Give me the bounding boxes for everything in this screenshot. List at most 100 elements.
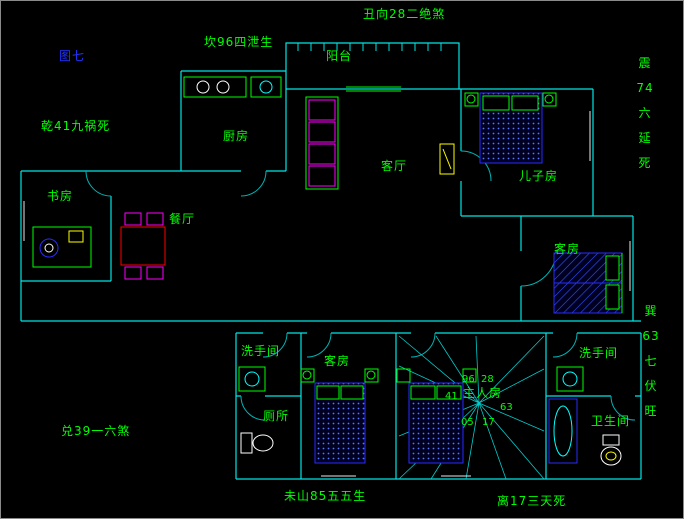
balcony-railing-ticks — [297, 43, 442, 51]
room-label-balcony: 阳台 — [326, 49, 353, 63]
balcony-walls — [285, 42, 460, 89]
compass-label-wei: 未山85五五生 — [284, 489, 367, 503]
room-label-bathroom: 卫生间 — [591, 414, 631, 428]
toilet-tank — [602, 434, 620, 446]
tv-cabinet-icon — [439, 143, 455, 175]
compass-label-dui: 兑39一六煞 — [61, 424, 131, 438]
pillow — [605, 284, 620, 310]
center-number-28: 28 — [481, 374, 494, 385]
room-label-study: 书房 — [47, 189, 74, 203]
kitchen-walls — [180, 70, 287, 172]
compass-label-zhen: 震 74 六 延 死 — [636, 56, 654, 170]
center-number-63: 63 — [500, 402, 513, 413]
center-number-41: 41 — [445, 391, 458, 402]
room-label-guest-room-lower: 客房 — [324, 354, 351, 368]
room-label-washroom-right: 洗手间 — [579, 346, 619, 360]
son-room-bed — [464, 92, 557, 164]
figure-label: 图七 — [59, 49, 86, 63]
nightstand — [464, 92, 479, 107]
window-marks — [23, 111, 631, 477]
study-chair — [39, 238, 59, 258]
study-desk — [32, 226, 92, 268]
compass-label-qian: 乾41九祸死 — [41, 119, 111, 133]
room-label-kitchen: 厨房 — [223, 129, 250, 143]
washbasin-counter — [238, 366, 266, 392]
dining-set — [120, 212, 166, 280]
nightstand — [300, 368, 315, 383]
guest-room-lower-bed — [300, 368, 379, 464]
nightstand — [396, 368, 411, 383]
lamp-icon — [466, 94, 476, 104]
nightstand — [462, 368, 477, 383]
kitchen-sink-counter — [250, 76, 282, 98]
sofa-cushions — [308, 99, 336, 187]
room-label-guest-room-right: 客房 — [554, 242, 581, 256]
washbasin-counter — [556, 366, 584, 392]
pillow — [605, 255, 620, 281]
compass-label-kan: 坎96四泄生 — [204, 35, 274, 49]
pillow — [511, 95, 539, 111]
washbasin-icon — [244, 371, 260, 387]
room-label-washroom-left: 洗手间 — [241, 344, 281, 358]
compass-label-li: 离17三天死 — [497, 494, 567, 508]
stove-burner-icon — [216, 80, 230, 94]
bathtub-basin-icon — [553, 405, 573, 457]
dining-table — [120, 226, 166, 266]
sofa-frame — [305, 96, 339, 190]
living-room-furniture — [305, 96, 455, 190]
nightstand — [364, 368, 379, 383]
bathroom-door-arc — [610, 395, 636, 421]
toilet-seat-icon — [605, 451, 617, 461]
master-room-bed — [396, 368, 477, 464]
compass-label-top: 丑向28二绝煞 — [363, 7, 446, 21]
washroom-right-door-arc — [552, 332, 578, 358]
kitchen-door-arc — [240, 170, 267, 197]
lamp-icon — [302, 370, 312, 380]
living-window-sill — [346, 86, 401, 92]
washroom-left-door-arc — [262, 332, 288, 358]
left-wing-walls — [20, 170, 181, 321]
bathroom-fixtures — [238, 366, 622, 466]
lower-band-outer-walls — [235, 332, 642, 480]
center-number-05: 05 — [461, 417, 474, 428]
room-label-toilet: 厕所 — [263, 409, 290, 423]
washbasin-icon — [562, 371, 578, 387]
lamp-icon — [366, 370, 376, 380]
son-room-walls — [460, 89, 633, 217]
pillow — [482, 95, 510, 111]
toilet-tank — [240, 432, 253, 454]
room-label-dining-room: 餐厅 — [169, 212, 196, 226]
kitchen-sink-icon — [259, 80, 273, 94]
center-number-17: 17 — [482, 417, 495, 428]
toilet-bowl-icon — [600, 446, 622, 466]
guest-right-door-arc — [520, 250, 557, 287]
stove-burner-icon — [196, 80, 210, 94]
toilet-door-arc — [240, 395, 266, 421]
door-arcs — [85, 150, 636, 421]
compass-label-xun: 巽 63 七 伏 旺 — [642, 304, 660, 418]
center-number-96: 96 — [462, 374, 475, 385]
room-label-son-room: 儿子房 — [519, 169, 559, 183]
guest-room-right-bed — [553, 252, 623, 314]
study-door-arc — [85, 170, 112, 197]
study-chair-center — [44, 243, 54, 253]
computer-icon — [68, 230, 84, 243]
pillow — [436, 385, 462, 400]
nightstand — [542, 92, 557, 107]
pillow — [410, 385, 436, 400]
guest-lower-door-arc — [306, 332, 332, 358]
bathtub — [548, 398, 578, 464]
pillow — [340, 385, 364, 400]
study-furniture — [32, 226, 92, 268]
toilet-bowl-icon — [252, 434, 274, 452]
lower-band-divider-walls — [236, 333, 641, 479]
tv-screen-line — [442, 148, 452, 170]
dining-chairs — [124, 212, 164, 280]
room-label-master-room: 主人房 — [463, 386, 503, 400]
walls — [20, 42, 642, 480]
stove-counter — [183, 76, 247, 98]
master-door-arc — [410, 332, 436, 358]
kitchen-fixtures — [183, 76, 282, 98]
